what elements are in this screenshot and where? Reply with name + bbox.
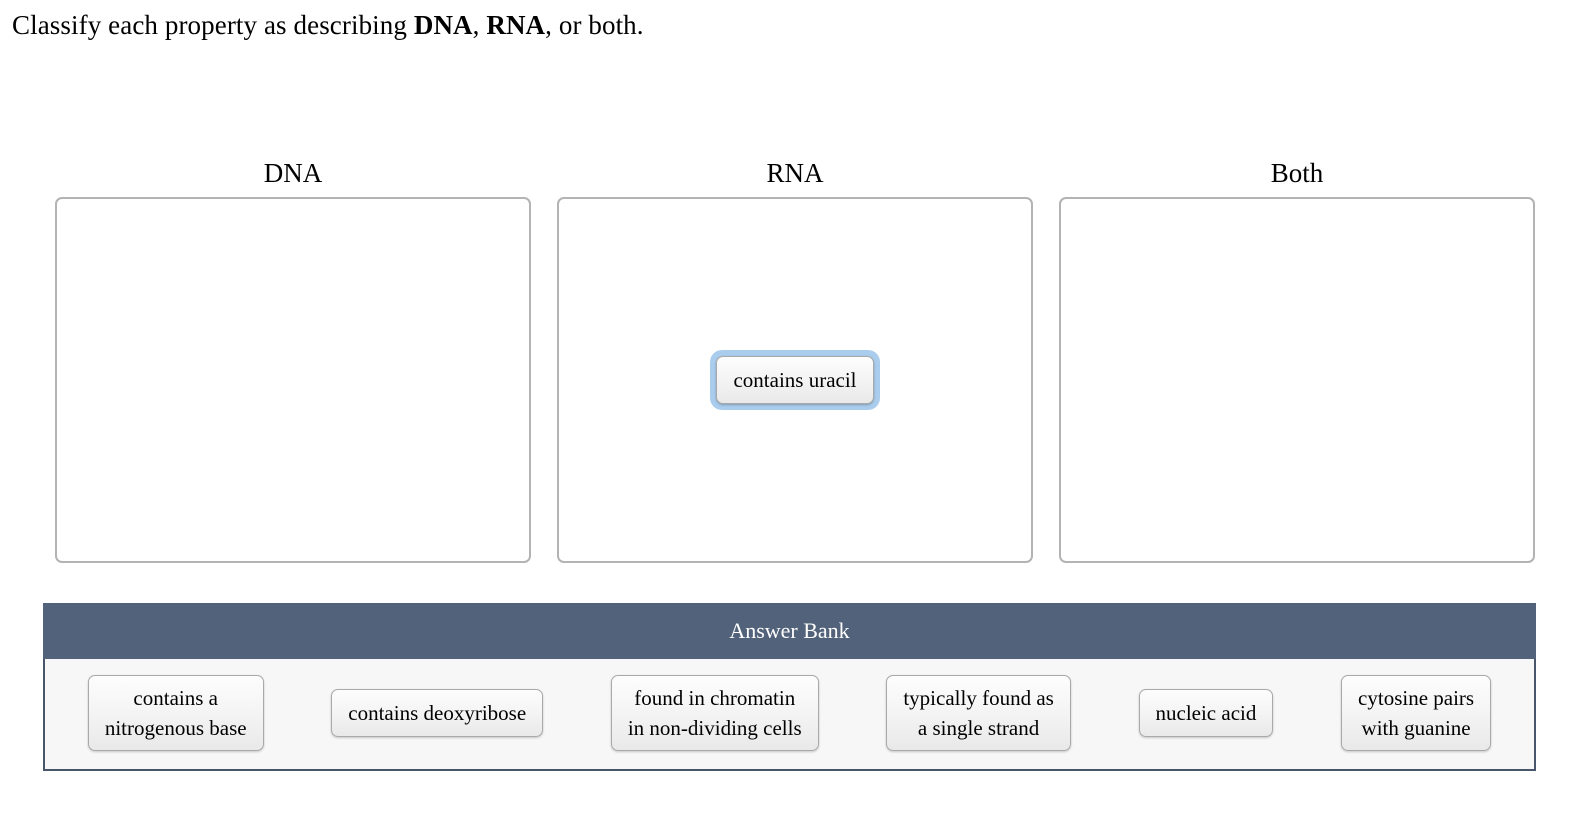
answer-tile-found-in-chromatin[interactable]: found in chromatin in non-dividing cells	[610, 675, 819, 751]
category-title-both: Both	[1270, 158, 1324, 188]
answer-tile-nucleic-acid[interactable]: nucleic acid	[1138, 689, 1274, 737]
selection-highlight: contains uracil	[710, 350, 880, 410]
prompt-emphasis-rna: RNA	[486, 10, 546, 40]
dropzone-both[interactable]	[1059, 197, 1535, 563]
category-title-dna: DNA	[263, 158, 323, 188]
category-columns: DNA RNA contains uracil Both	[55, 158, 1535, 563]
page-title: Classify each property as describing DNA…	[12, 8, 644, 42]
dropzone-rna[interactable]: contains uracil	[557, 197, 1033, 563]
answer-tile-contains-deoxyribose[interactable]: contains deoxyribose	[331, 689, 544, 737]
placed-tile-contains-uracil[interactable]: contains uracil	[716, 356, 874, 404]
answer-tile-typically-single-strand[interactable]: typically found as a single strand	[886, 675, 1071, 751]
prompt-text-part-3: , or both.	[545, 10, 644, 40]
answer-bank-tile-list: contains a nitrogenous base contains deo…	[43, 659, 1536, 771]
prompt-text-part-1: Classify each property as describing	[12, 10, 414, 40]
answer-bank-title: Answer Bank	[43, 603, 1536, 659]
answer-tile-cytosine-pairs-with-guanine[interactable]: cytosine pairs with guanine	[1341, 675, 1492, 751]
dropzone-dna[interactable]	[55, 197, 531, 563]
category-column-rna: RNA contains uracil	[557, 158, 1033, 563]
category-column-both: Both	[1059, 158, 1535, 563]
category-title-rna: RNA	[766, 158, 824, 188]
category-column-dna: DNA	[55, 158, 531, 563]
prompt-emphasis-dna: DNA	[413, 10, 473, 40]
answer-bank: Answer Bank contains a nitrogenous base …	[43, 603, 1536, 771]
answer-tile-contains-a-nitrogenous-base[interactable]: contains a nitrogenous base	[87, 675, 264, 751]
prompt-text-part-2: ,	[472, 10, 487, 40]
